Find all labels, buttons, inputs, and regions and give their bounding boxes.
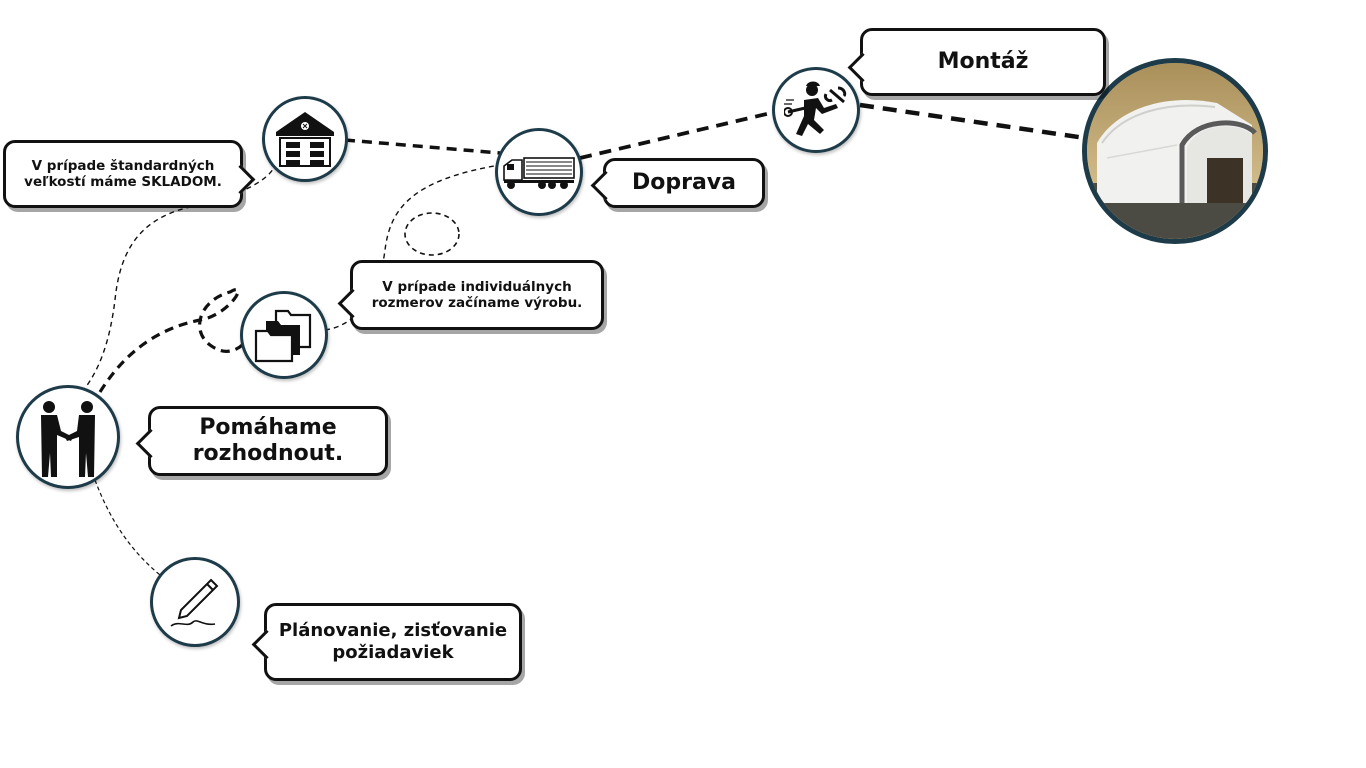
step-production-label: V prípade individuálnych rozmerov začína… <box>337 260 604 330</box>
stock-text: V prípade štandardných veľkostí máme SKL… <box>24 157 222 190</box>
transport-text: Doprava <box>631 169 736 195</box>
connector-production-transport <box>324 164 501 331</box>
decide-text: Pomáhame rozhodnout. <box>192 414 344 466</box>
hall-tent-photo <box>1082 58 1268 244</box>
assembly-text: Montáž <box>937 48 1029 74</box>
connector-assembly-photo <box>859 102 1086 141</box>
hall-tent-illustration <box>1087 63 1263 239</box>
truck-icon <box>503 157 575 189</box>
connector-loop <box>404 212 460 256</box>
step-assembly-node <box>772 67 860 153</box>
connector-planning-decide <box>94 479 161 576</box>
step-decide-node <box>16 385 120 489</box>
step-transport-label: Doprava <box>590 158 765 208</box>
handshake-icon <box>41 401 95 477</box>
connector-decide-stock <box>81 164 276 393</box>
step-stock-node <box>262 96 348 182</box>
step-production-node <box>240 291 328 379</box>
connector-decide-production <box>98 288 252 393</box>
production-text: V prípade individuálnych rozmerov začína… <box>371 278 583 311</box>
pen-signature-icon <box>170 578 219 627</box>
worker-wrench-icon <box>784 81 847 136</box>
connector-stock-transport <box>344 138 501 155</box>
connector-transport-assembly <box>579 110 776 160</box>
step-planning-node <box>150 557 240 647</box>
step-transport-node <box>495 128 583 216</box>
step-planning-label: Plánovanie, zisťovanie požiadaviek <box>251 603 522 681</box>
step-decide-label: Pomáhame rozhodnout. <box>135 406 388 476</box>
warehouse-icon <box>276 112 334 167</box>
planning-text: Plánovanie, zisťovanie požiadaviek <box>278 620 508 663</box>
folders-icon <box>254 309 312 363</box>
step-stock-label: V prípade štandardných veľkostí máme SKL… <box>3 140 256 208</box>
step-assembly-label: Montáž <box>847 28 1106 96</box>
